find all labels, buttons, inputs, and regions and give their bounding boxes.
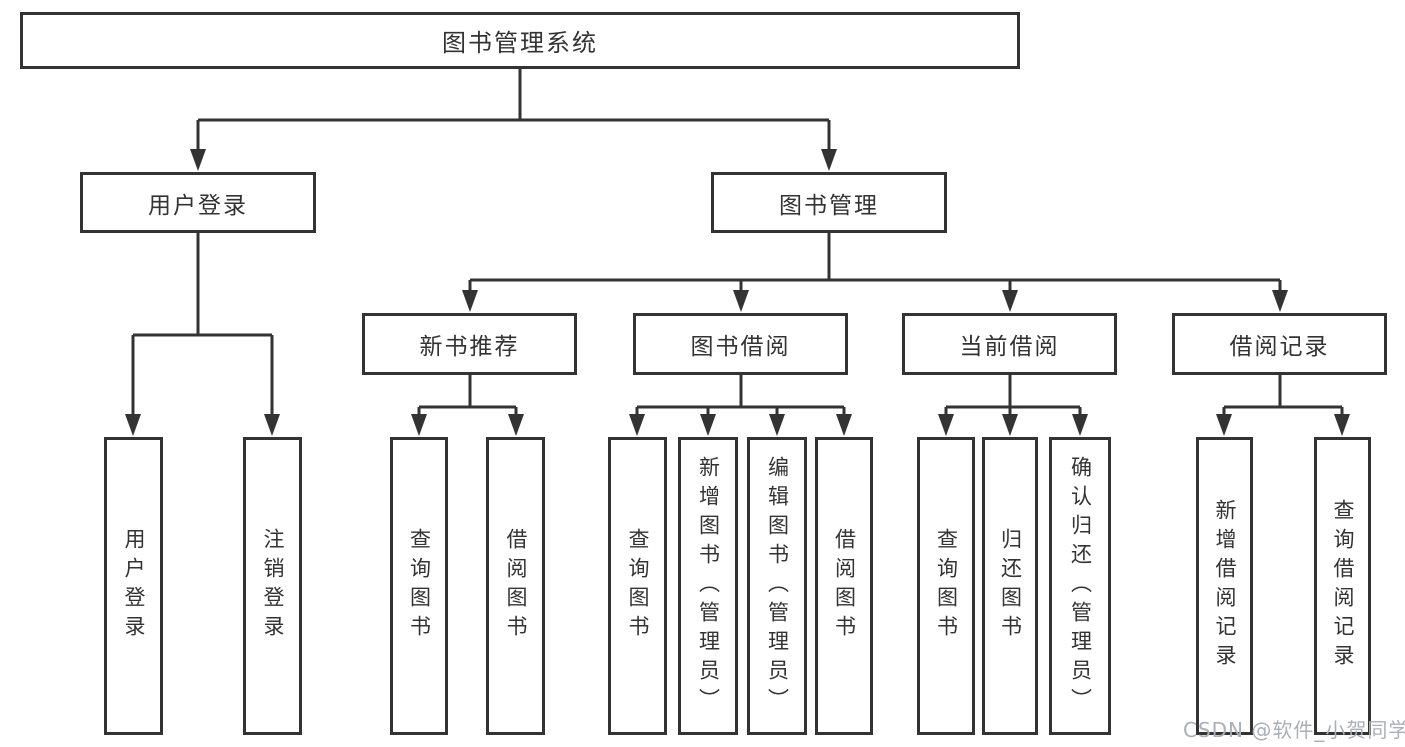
node-book-borrowing: 图书借阅 bbox=[633, 313, 848, 375]
leaf-return-books: 归还图书 bbox=[982, 437, 1038, 735]
node-label: 用户登录 bbox=[148, 192, 248, 219]
node-label: 注销登录 bbox=[261, 528, 285, 644]
leaf-query-borrow-record: 查询借阅记录 bbox=[1314, 437, 1371, 735]
leaf-borrow-books: 借阅图书 bbox=[815, 437, 873, 735]
node-label: 新书推荐 bbox=[419, 334, 520, 360]
node-label: 图书管理 bbox=[779, 192, 879, 219]
node-label: 图书借阅 bbox=[690, 334, 791, 360]
node-book-management: 图书管理 bbox=[711, 172, 947, 233]
node-borrowing-records: 借阅记录 bbox=[1172, 313, 1387, 375]
node-label: 借阅图书 bbox=[832, 528, 857, 644]
node-label: 图书管理系统 bbox=[442, 29, 598, 57]
node-label: 查询借阅记录 bbox=[1331, 499, 1355, 673]
connector-paths bbox=[131, 69, 1344, 430]
node-library-management-system: 图书管理系统 bbox=[20, 12, 1020, 69]
leaf-add-books-admin: 新增图书（管理员） bbox=[678, 437, 738, 735]
leaf-recommend-query-books: 查询图书 bbox=[390, 437, 448, 735]
leaf-edit-books-admin: 编辑图书（管理员） bbox=[747, 437, 807, 735]
leaf-borrow-query-books: 查询图书 bbox=[608, 437, 667, 735]
node-label: 当前借阅 bbox=[959, 334, 1060, 360]
node-label: 借阅记录 bbox=[1229, 334, 1330, 360]
node-label: 借阅图书 bbox=[504, 528, 528, 644]
node-label: 归还图书 bbox=[998, 528, 1023, 644]
node-label: 查询图书 bbox=[934, 528, 959, 644]
leaf-recommend-borrow-books: 借阅图书 bbox=[486, 437, 545, 735]
leaf-confirm-return-admin: 确认归还（管理员） bbox=[1049, 437, 1111, 735]
node-new-book-recommend: 新书推荐 bbox=[362, 313, 577, 375]
leaf-user-login: 用户登录 bbox=[104, 437, 163, 735]
node-label: 查询图书 bbox=[626, 528, 650, 644]
node-label: 用户登录 bbox=[122, 528, 146, 644]
node-label: 新增图书（管理员） bbox=[696, 455, 721, 717]
leaf-logout: 注销登录 bbox=[243, 437, 302, 735]
node-label: 确认归还（管理员） bbox=[1068, 455, 1093, 717]
node-current-borrowing: 当前借阅 bbox=[902, 313, 1117, 375]
csdn-watermark: CSDN @软件_小贺同学 bbox=[1183, 718, 1405, 742]
leaf-add-borrow-record: 新增借阅记录 bbox=[1196, 437, 1253, 735]
node-label: 编辑图书（管理员） bbox=[765, 455, 790, 717]
arrowheads bbox=[125, 149, 1350, 436]
node-label: 查询图书 bbox=[407, 528, 432, 644]
node-user-login: 用户登录 bbox=[80, 172, 316, 233]
leaf-current-query-books: 查询图书 bbox=[917, 437, 975, 735]
node-label: 新增借阅记录 bbox=[1213, 499, 1237, 673]
